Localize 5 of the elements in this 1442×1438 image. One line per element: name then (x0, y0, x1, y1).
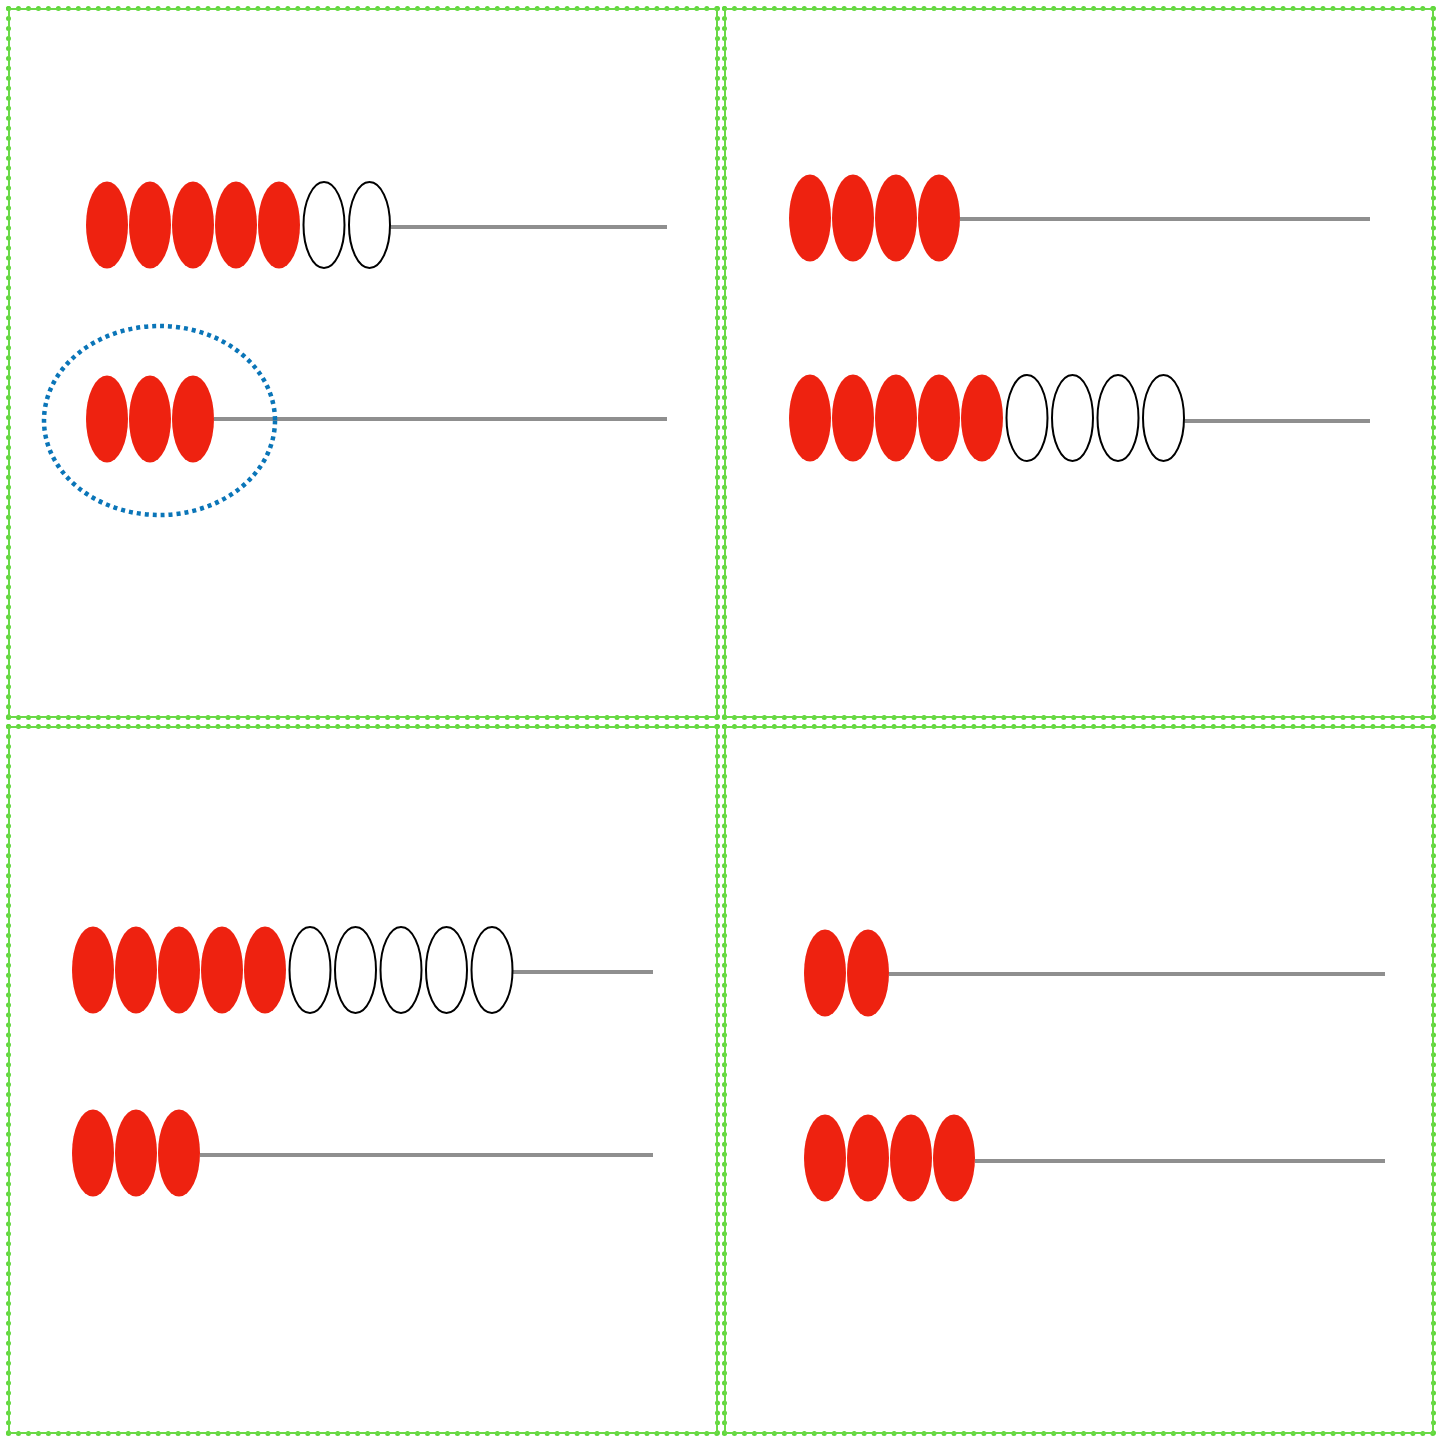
dotted-oval (41, 323, 278, 518)
panel-frame (6, 6, 720, 720)
panel-frame (722, 724, 1436, 1436)
panel-frame (722, 6, 1436, 720)
panel-frame (6, 724, 720, 1436)
